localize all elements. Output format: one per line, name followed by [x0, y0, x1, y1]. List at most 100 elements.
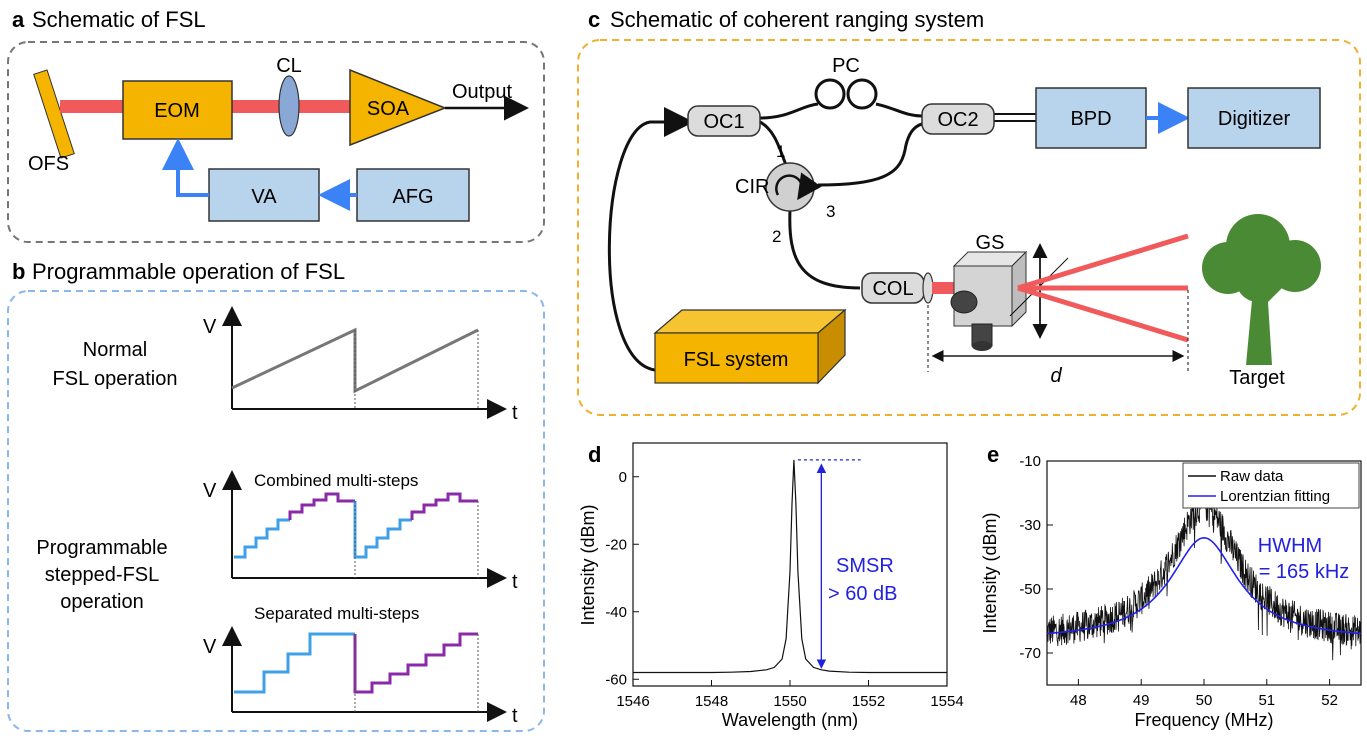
chart-d-xtick-label: 1548 [695, 693, 728, 710]
fiber-oc1-to-cir [759, 120, 788, 166]
chart-e-xtick-label: 49 [1133, 692, 1150, 709]
pc-loop-2 [846, 78, 878, 110]
oc2-label: OC2 [937, 109, 978, 131]
chart-d-xlabel: Wavelength (nm) [722, 710, 858, 730]
chart-e-ytick-label: -50 [1019, 581, 1041, 598]
panel-c-title: Schematic of coherent ranging system [610, 7, 984, 32]
pc-label: PC [832, 55, 860, 77]
panel-b-title: Programmable operation of FSL [32, 259, 345, 284]
fsl-system-box [653, 308, 847, 385]
target-label: Target [1229, 367, 1285, 389]
fiber-pc-to-oc2 [875, 102, 923, 118]
col-label: COL [872, 278, 913, 300]
combined-purple-steps-1 [288, 492, 355, 520]
normal-t-label: t [512, 402, 518, 424]
afg-label: AFG [392, 186, 433, 208]
fiber-oc1-to-pc [759, 102, 819, 120]
gs-label: GS [976, 232, 1005, 254]
combined-steps-plot: Combined multi-steps V t [203, 470, 518, 593]
panel-b-label: b [12, 259, 25, 284]
panel-e-label: e [987, 442, 999, 467]
panel-d-label: d [588, 442, 601, 467]
chart-e-legend: Raw data Lorentzian fitting [1182, 462, 1360, 509]
va-box [208, 168, 320, 222]
focused-beam [300, 100, 350, 113]
chart-e-xlabel: Frequency (MHz) [1134, 710, 1273, 730]
output-label: Output [452, 81, 512, 103]
circulator [765, 162, 815, 212]
cir-port-2: 2 [772, 227, 781, 246]
fiber-fsl-to-oc1 [607, 107, 694, 372]
panel-a-title: Schematic of FSL [32, 7, 206, 32]
cir-label: CIR [735, 176, 769, 198]
chart-e-ylabel: Intensity (dBm) [980, 512, 1000, 633]
normal-text-2: FSL operation [53, 368, 178, 390]
combined-blue-steps-1 [234, 518, 290, 559]
combined-purple-steps-2 [410, 492, 478, 520]
panel-c-label: c [588, 7, 600, 32]
col-lens [922, 272, 934, 304]
soa-label: SOA [367, 98, 410, 120]
chart-e-xtick-label: 51 [1258, 692, 1275, 709]
normal-ramp-plot: V t [203, 306, 518, 424]
cl-lens [278, 75, 300, 137]
chart-d-ytick-label: 0 [619, 469, 627, 486]
va-to-eom-arrow [162, 138, 209, 197]
panel-a: a Schematic of FSL OFS EOM CL SOA Output… [7, 7, 545, 243]
chart-e-xtick-label: 48 [1070, 692, 1087, 709]
chart-d-xtick-label: 1550 [773, 693, 806, 710]
chart-d-ytick-label: -60 [605, 671, 627, 688]
beam-up [1017, 233, 1189, 291]
eom-label: EOM [154, 100, 200, 122]
beam-col-to-gs [932, 282, 956, 294]
bpd-box [1035, 87, 1147, 149]
separated-title: Separated multi-steps [254, 604, 419, 623]
panel-a-label: a [12, 7, 25, 32]
smsr-text-1: SMSR [836, 555, 894, 577]
chart-e-xtick-label: 50 [1196, 692, 1213, 709]
chart-d-ytick-label: -40 [605, 604, 627, 621]
beam-down [1017, 285, 1189, 343]
legend-box [1182, 462, 1360, 509]
chart-d-xtick-label: 1552 [852, 693, 885, 710]
bpd-label: BPD [1070, 108, 1111, 130]
separated-blue-steps [234, 632, 355, 694]
oc1-label: OC1 [703, 111, 744, 133]
combined-title: Combined multi-steps [254, 471, 418, 490]
fiber-cir-to-col [788, 209, 861, 290]
separated-t-label: t [512, 705, 518, 727]
separated-purple-steps [353, 632, 478, 694]
circulator-arrow [775, 172, 822, 201]
combined-blue-steps-2 [353, 501, 412, 559]
oc1-coupler [687, 105, 761, 137]
cir-port-3: 3 [826, 202, 835, 221]
chart-e: e Frequency (MHz) Intensity (dBm) 48 49 50… [980, 442, 1362, 730]
panel-c: c Schematic of coherent ranging system P… [577, 7, 1361, 416]
chart-e-xtick-label: 52 [1321, 692, 1338, 709]
soa-amplifier [349, 68, 448, 147]
chart-d-xtick-label: 1554 [930, 693, 963, 710]
pc-loop-1 [814, 78, 846, 110]
combined-v-label: V [203, 480, 217, 502]
combined-t-label: t [512, 571, 518, 593]
va-label: VA [251, 186, 277, 208]
panel-b-frame [7, 290, 545, 732]
fsl-system-label: FSL system [684, 349, 789, 371]
sawtooth-waveform [231, 327, 479, 394]
chart-d-ytick-label: -20 [605, 536, 627, 553]
cir-port-1: 1 [776, 142, 785, 161]
cl-label: CL [276, 55, 302, 77]
fiber-cir-to-oc2 [817, 122, 923, 187]
ofs-element [33, 69, 75, 159]
legend-fit-label: Lorentzian fitting [1220, 488, 1330, 505]
hwhm-text-1: HWHM [1258, 535, 1322, 557]
prog-text-3: operation [60, 591, 143, 613]
chart-d-spectrum-line [633, 459, 947, 674]
digitizer-label: Digitizer [1218, 108, 1291, 130]
chart-e-ytick-label: -70 [1019, 645, 1041, 662]
d-label: d [1050, 365, 1062, 387]
normal-text-1: Normal [83, 339, 147, 361]
gs-scanner [950, 250, 1028, 351]
afg-box [356, 168, 470, 222]
